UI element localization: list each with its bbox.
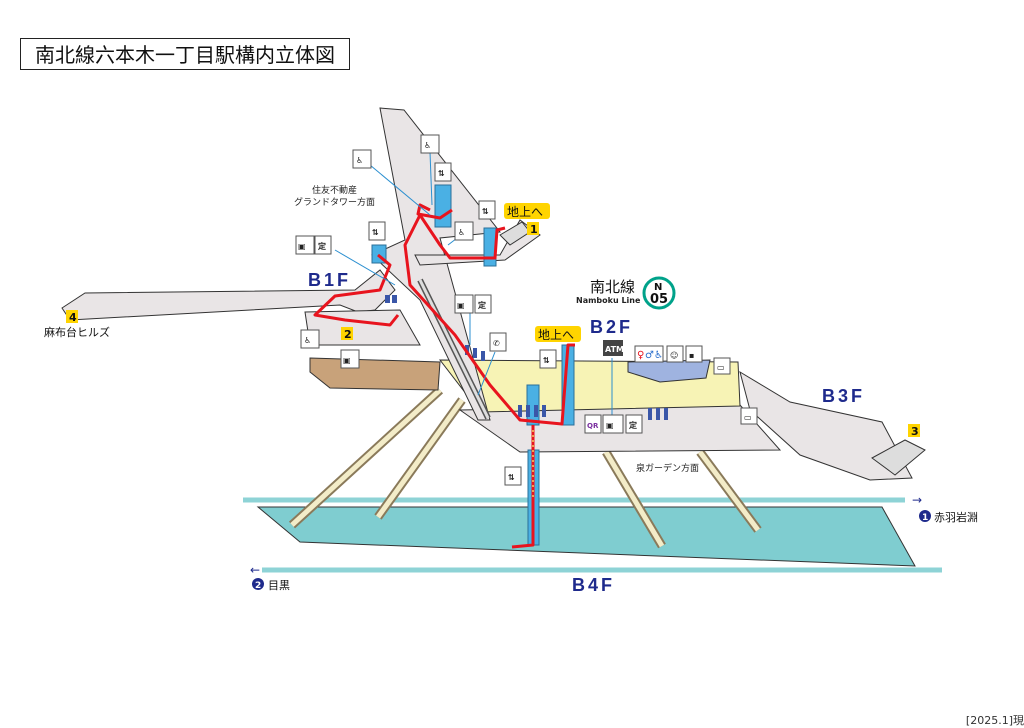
svg-text:⇅: ⇅: [508, 473, 515, 482]
ticket-machine-icon: ▣: [340, 349, 360, 369]
svg-text:ATM: ATM: [605, 345, 624, 354]
elevator-icon: ⇅: [504, 466, 522, 486]
svg-text:⇅: ⇅: [482, 207, 489, 216]
exit-3-number: 3: [911, 425, 919, 438]
svg-text:✆: ✆: [493, 339, 500, 348]
b2f-brown-area: [309, 357, 441, 391]
locker-icon: ▪: [685, 345, 703, 363]
b3f-floor: [739, 370, 913, 481]
svg-text:▭: ▭: [744, 413, 752, 422]
atm-icon: ATM: [603, 340, 624, 356]
fare-adjust-icon: 定: [474, 294, 492, 314]
arrow-left-icon: ←: [250, 563, 260, 577]
svg-text:♀: ♀: [637, 350, 644, 361]
track-2-number: 2: [255, 581, 261, 591]
svg-text:⇅: ⇅: [438, 169, 445, 178]
leader-lines: [334, 151, 613, 415]
to-surface-label: 地上へ: [507, 205, 543, 219]
ticket-machine-icon: ▣: [454, 294, 474, 314]
izumi-garden-direction: 泉ガーデン方面: [636, 462, 699, 474]
svg-text:♿: ♿: [424, 141, 431, 150]
elevator-icon: ⇅: [539, 349, 557, 369]
baby-room-icon: ☺: [666, 345, 684, 363]
track-1-number: 1: [922, 513, 928, 523]
track-1-destination: 赤羽岩淵: [934, 510, 978, 524]
b4f-platform: [256, 506, 916, 567]
escalator-icon: ▭: [740, 407, 758, 425]
exit-4-number: 4: [69, 311, 77, 324]
svg-text:☺: ☺: [670, 351, 678, 360]
fare-adjust-icon: 定: [625, 414, 643, 434]
qr-ticket-icon: QR: [584, 414, 602, 434]
toilet-icon: ♀♂♿: [634, 345, 664, 363]
fare-adjust-icon: 定: [314, 235, 332, 255]
elevator-icon: ⇅: [368, 221, 386, 241]
elevator-icon: ⇅: [434, 162, 452, 182]
wheelchair-slope-icon: ♿: [352, 149, 372, 169]
exit-1-number: 1: [530, 223, 538, 236]
ticket-machine-icon: ▣: [295, 235, 315, 255]
svg-text:♂♿: ♂♿: [645, 350, 663, 361]
svg-text:♿: ♿: [304, 336, 311, 345]
line-name-ja: 南北線: [590, 278, 635, 296]
wheelchair-slope-icon: ♿: [420, 134, 440, 154]
page-title: 南北線六本木一丁目駅構内立体図: [20, 38, 350, 70]
svg-text:▪: ▪: [689, 351, 694, 360]
svg-text:定: 定: [628, 420, 637, 430]
ticket-machine-icon: ▣: [602, 414, 624, 434]
barrier-free-route: [313, 203, 575, 549]
station-code-number: 05: [650, 292, 668, 307]
sumitomo-direction-2: グランドタワー方面: [294, 196, 375, 208]
line-name-en: Namboku Line: [576, 296, 641, 305]
svg-text:定: 定: [477, 300, 486, 310]
svg-text:▣: ▣: [606, 421, 614, 430]
svg-text:⇅: ⇅: [372, 228, 379, 237]
svg-text:♿: ♿: [458, 228, 465, 237]
escalator-icon: ▭: [713, 357, 731, 375]
svg-text:▣: ▣: [343, 356, 351, 365]
azabudai-hills-label: 麻布台ヒルズ: [44, 325, 110, 339]
exit-2-number: 2: [344, 328, 352, 341]
svg-text:▣: ▣: [457, 301, 465, 310]
exit-3-stairs: [871, 439, 926, 476]
revision-date: [2025.1]現: [965, 714, 1024, 727]
svg-text:▭: ▭: [717, 363, 725, 372]
station-number-badge: [642, 276, 676, 310]
svg-text:♿: ♿: [356, 156, 363, 165]
station-code-letter: N: [654, 282, 662, 293]
svg-text:定: 定: [317, 241, 326, 251]
wheelchair-slope-icon: ♿: [454, 221, 474, 241]
wheelchair-slope-icon: ♿: [300, 329, 320, 349]
phone-icon: ✆: [489, 332, 507, 352]
track-2-destination: 目黒: [268, 579, 290, 592]
exit1-area: [414, 219, 541, 266]
floor-label-b1f: B1F: [308, 270, 351, 290]
floor-label-b4f: B4F: [572, 575, 615, 595]
sumitomo-direction-1: 住友不動産: [312, 184, 357, 196]
arrow-right-icon: →: [912, 493, 922, 507]
floor-label-b3f: B3F: [822, 386, 865, 406]
floor-label-b2f: B2F: [590, 317, 633, 337]
svg-text:QR: QR: [587, 422, 599, 430]
svg-text:▣: ▣: [298, 242, 306, 251]
elevator-icon: ⇅: [478, 200, 496, 220]
svg-text:⇅: ⇅: [543, 356, 550, 365]
to-surface-b2f-label: 地上へ: [538, 328, 574, 342]
